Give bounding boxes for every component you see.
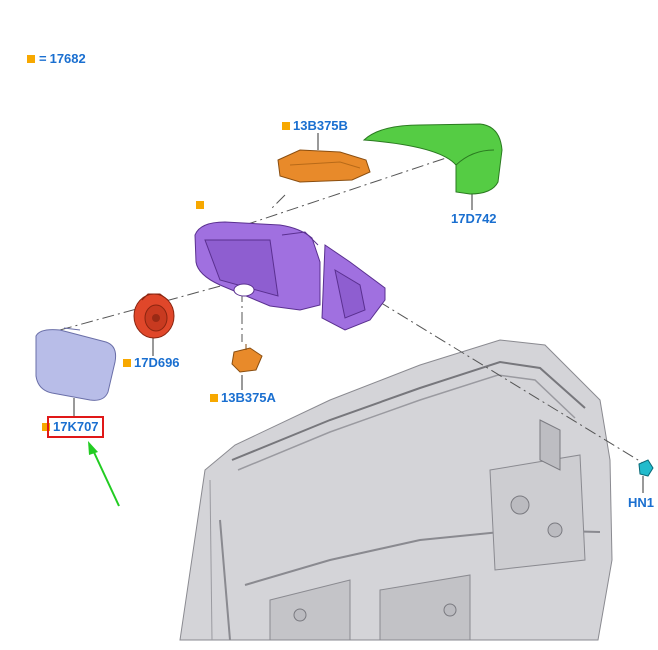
legend-code: 17682: [49, 51, 86, 66]
callout-hn1[interactable]: HN1: [628, 496, 654, 510]
callout-17d696[interactable]: 17D696: [123, 356, 180, 370]
mirror-housing-part: [194, 221, 386, 331]
mirror-glass-part: [35, 327, 117, 401]
callout-17d742[interactable]: 17D742: [451, 212, 497, 226]
fastener-part: [638, 459, 654, 477]
marker-square-icon: [123, 359, 131, 367]
pointer-arrow: [88, 441, 120, 507]
housing-marker-square-icon: [196, 201, 204, 209]
marker-square-icon: [27, 55, 35, 63]
marker-square-icon: [282, 122, 290, 130]
marker-square-icon: [42, 423, 50, 431]
door-panel: [179, 339, 613, 641]
callout-17d696-label: 17D696: [134, 355, 180, 370]
legend-equals: =: [39, 51, 47, 66]
mirror-motor-part: [133, 293, 175, 339]
legend: =17682: [27, 52, 86, 66]
callout-17k707-label: 17K707: [53, 419, 99, 434]
callout-13b375a-label: 13B375A: [221, 390, 276, 405]
lamp-lower-part: [231, 344, 263, 373]
callout-17d742-label: 17D742: [451, 211, 497, 226]
callout-hn1-label: HN1: [628, 495, 655, 510]
mirror-cover-part: [362, 123, 503, 195]
lamp-upper-part: [277, 149, 371, 183]
callout-13b375a[interactable]: 13B375A: [210, 391, 276, 405]
callout-13b375b-label: 13B375B: [293, 118, 348, 133]
highlight-box: [47, 416, 104, 438]
callout-17k707[interactable]: 17K707: [42, 420, 99, 434]
marker-square-icon: [210, 394, 218, 402]
callout-13b375b[interactable]: 13B375B: [282, 119, 348, 133]
leader-lines: [73, 133, 644, 493]
